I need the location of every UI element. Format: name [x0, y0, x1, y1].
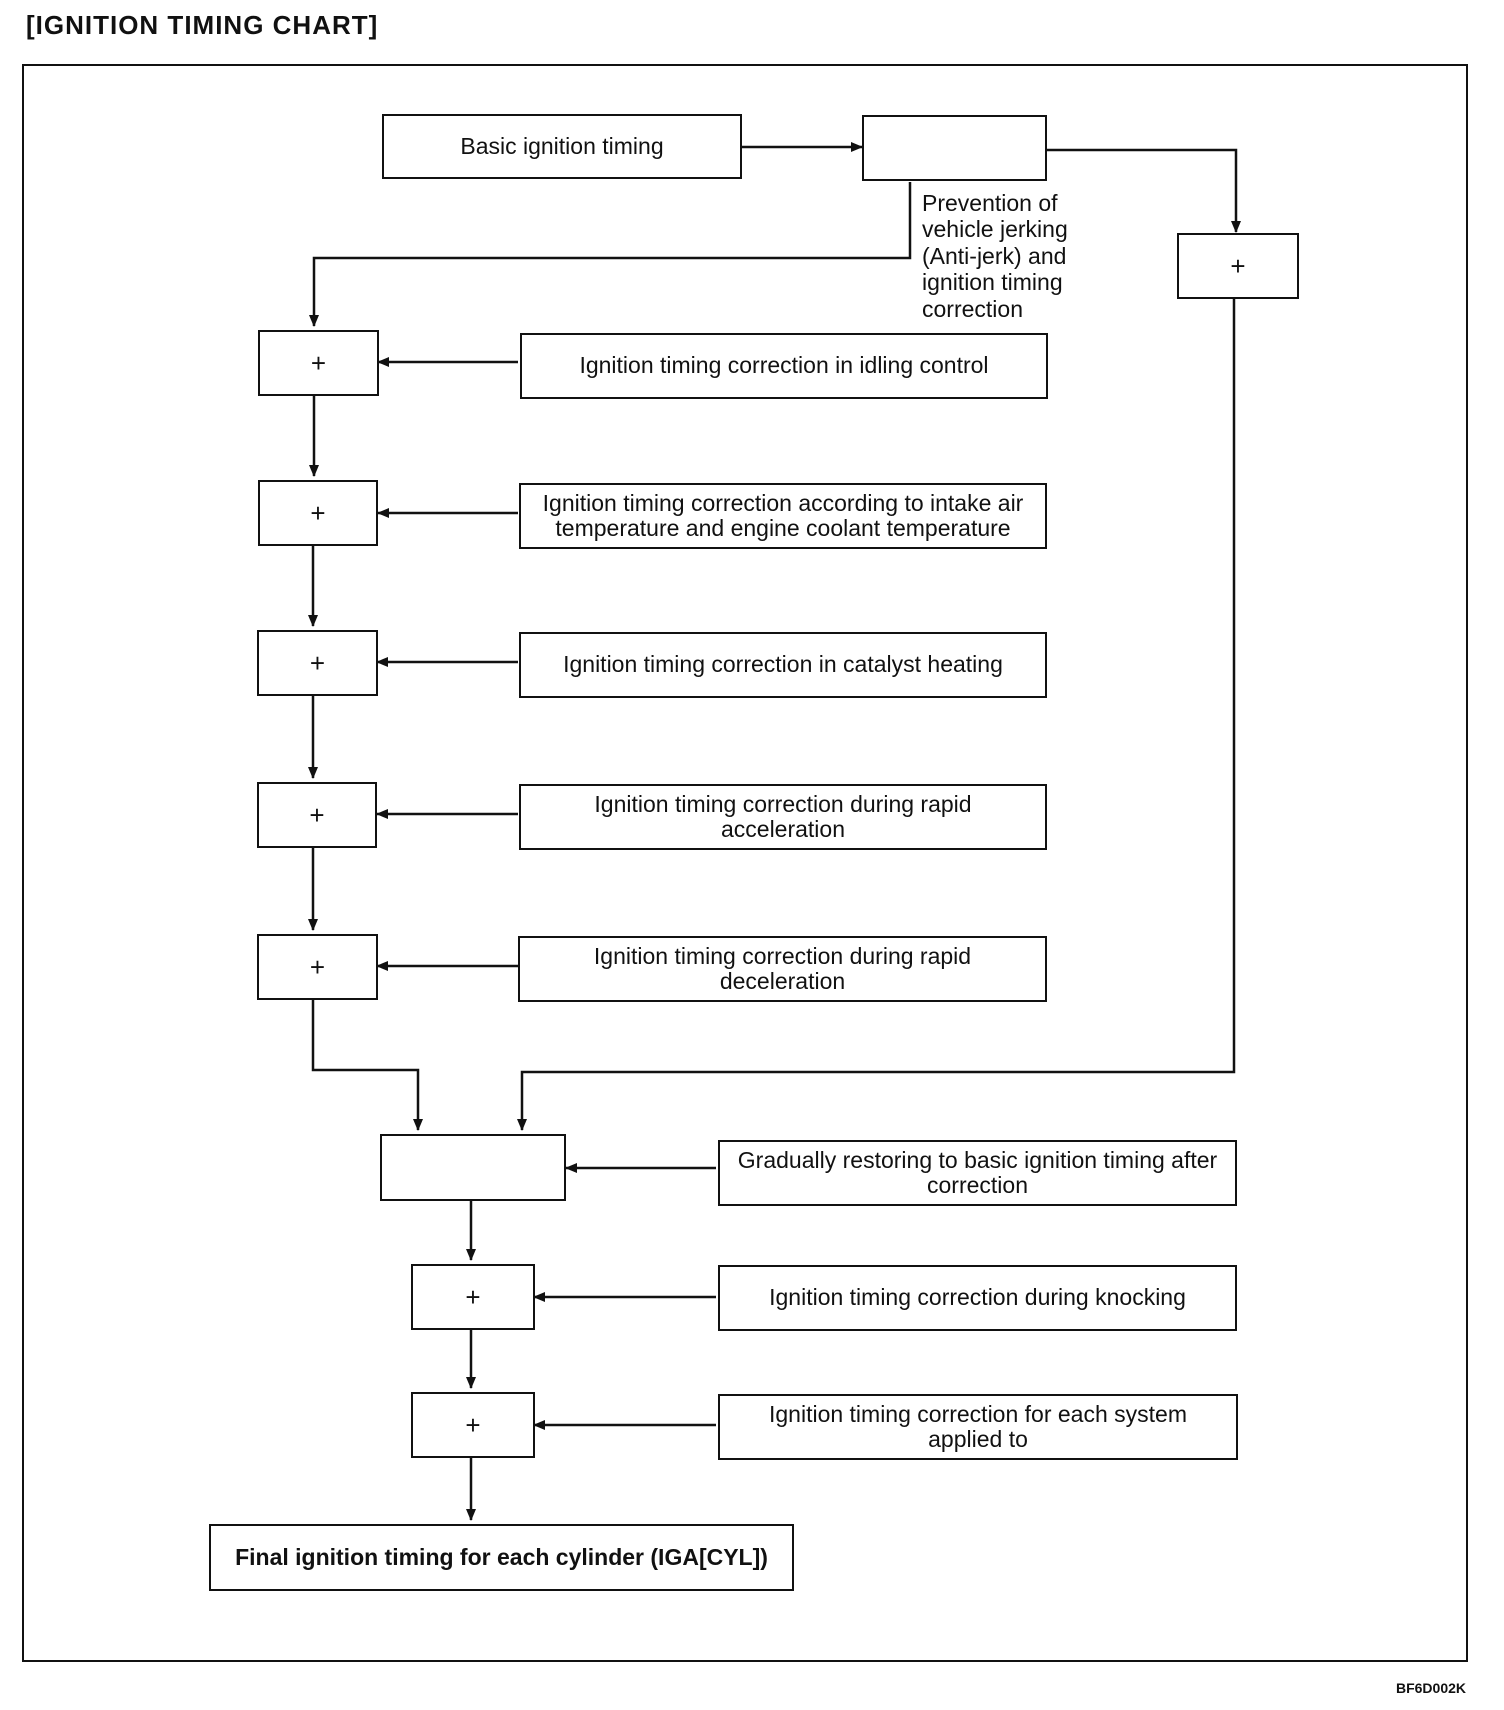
- knocking-correction-box: Ignition timing correction during knocki…: [718, 1265, 1237, 1331]
- antijerk-label: Prevention of vehicle jerking (Anti-jerk…: [922, 190, 1068, 322]
- right-plus-box: +: [1177, 233, 1299, 299]
- arrow-antijerk-to-right-plus: [1046, 148, 1241, 233]
- plus-box-idling: +: [258, 330, 379, 396]
- basic-ignition-timing-box: Basic ignition timing: [382, 114, 742, 179]
- diagram-frame: [22, 64, 1468, 1662]
- final-ignition-timing-box: Final ignition timing for each cylinder …: [209, 1524, 794, 1591]
- plus-box-intake: +: [258, 480, 378, 546]
- restore-box: Gradually restoring to basic ignition ti…: [718, 1140, 1237, 1206]
- accel-correction-box: Ignition timing correction during rapid …: [519, 784, 1047, 850]
- figure-code: BF6D002K: [1395, 1680, 1466, 1696]
- system-correction-box: Ignition timing correction for each syst…: [718, 1394, 1238, 1460]
- plus-box-catalyst: +: [257, 630, 378, 696]
- plus-box-decel: +: [257, 934, 378, 1000]
- arrow-plus5-to-merge: [311, 998, 423, 1131]
- catalyst-correction-box: Ignition timing correction in catalyst h…: [519, 632, 1047, 698]
- plus-box-knocking: +: [411, 1264, 535, 1330]
- intake-correction-box: Ignition timing correction according to …: [519, 483, 1047, 549]
- arrow-antijerk-to-left-plus: [309, 182, 912, 327]
- plus-box-accel: +: [257, 782, 377, 848]
- idling-correction-box: Ignition timing correction in idling con…: [520, 333, 1048, 399]
- arrow-right-plus-to-merge: [517, 298, 1236, 1131]
- decel-correction-box: Ignition timing correction during rapid …: [518, 936, 1047, 1002]
- plus-box-system: +: [411, 1392, 535, 1458]
- antijerk-box: [862, 115, 1047, 181]
- merge-box: [380, 1134, 566, 1201]
- chart-title: [IGNITION TIMING CHART]: [26, 10, 379, 40]
